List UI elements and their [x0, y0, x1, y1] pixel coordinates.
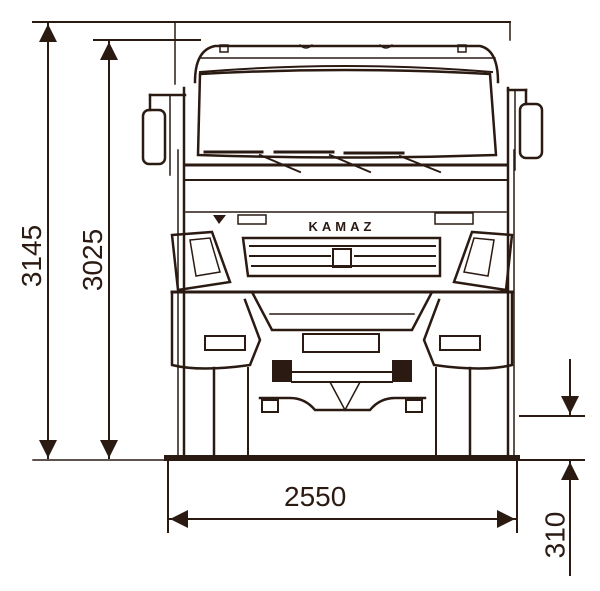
- label-ground-clearance: 310: [539, 511, 571, 559]
- dimension-overall-height: [32, 21, 511, 459]
- ground-line: [164, 455, 520, 461]
- mirror-right: [506, 88, 544, 171]
- dimension-baseline: [32, 21, 511, 461]
- dimension-cab-height: [93, 39, 201, 459]
- brand-logo-text: KAMAZ: [309, 219, 376, 234]
- label-overall-width: 2550: [284, 481, 347, 512]
- label-overall-height: 3145: [16, 224, 48, 288]
- truck-body: [170, 43, 515, 457]
- mirror-left: [141, 93, 187, 176]
- label-cab-height: 3025: [77, 228, 109, 292]
- dimension-overall-width: [167, 461, 518, 533]
- dimension-ground-clearance: [519, 359, 585, 576]
